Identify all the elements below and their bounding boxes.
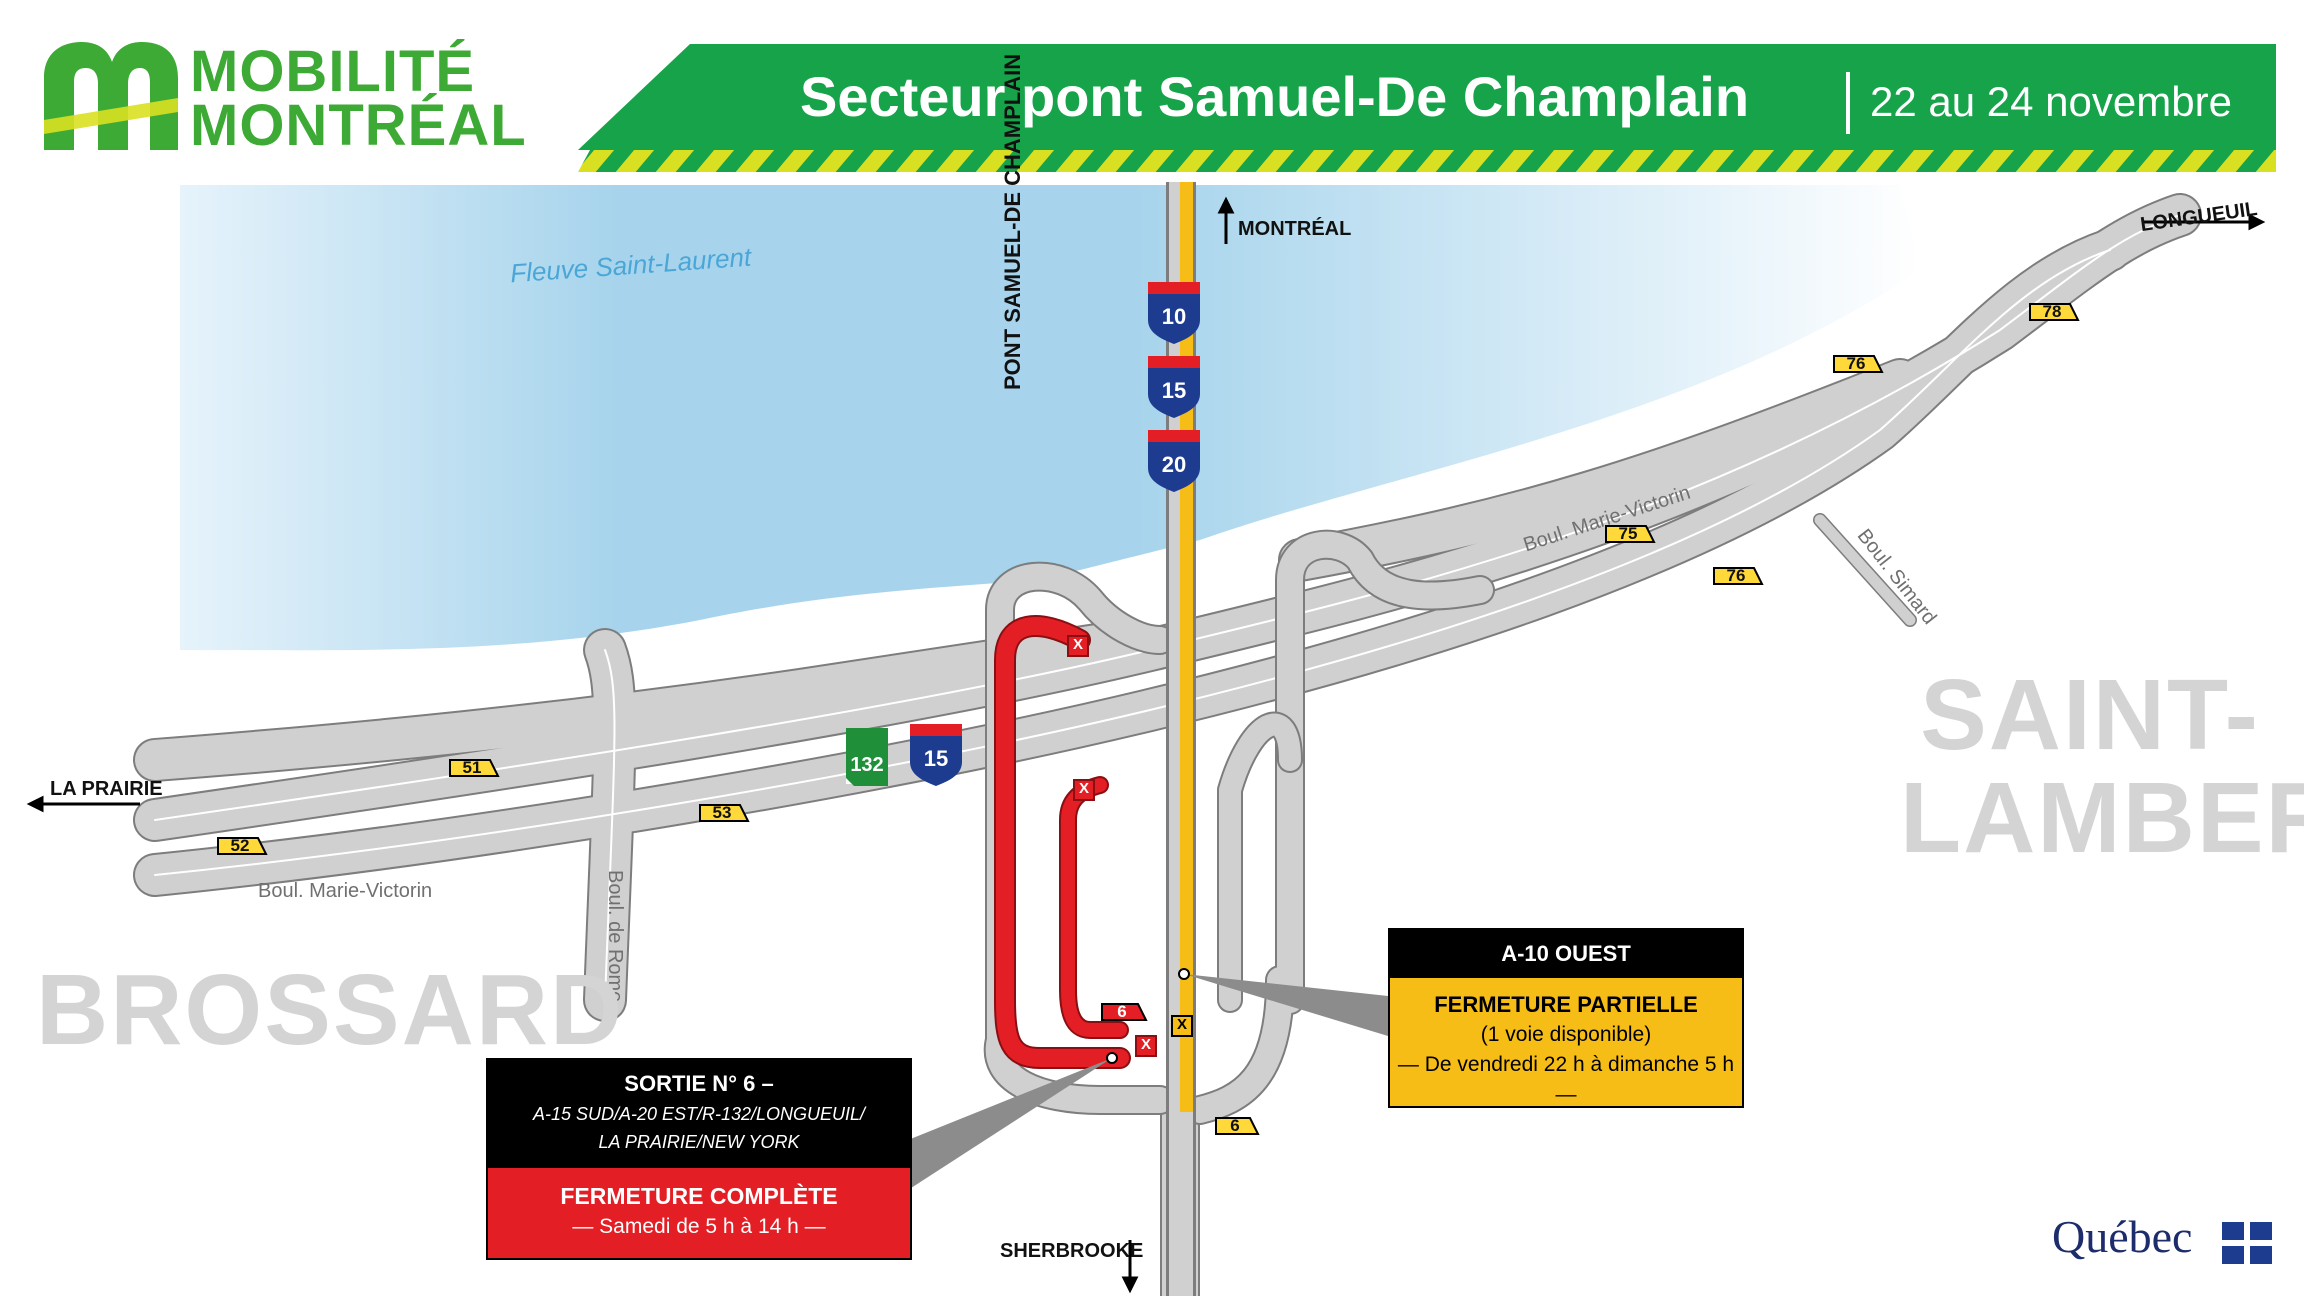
exit-75: 75 [1618,524,1638,543]
complete-closure-box: SORTIE N° 6 – A-15 SUD/A-20 EST/R-132/LO… [486,1058,912,1260]
street-marie-victorin-west: Boul. Marie-Victorin [258,880,433,902]
exit-76-north: 76 [1846,354,1866,373]
exit-tags [217,303,2080,1135]
bridge-label: PONT SAMUEL-DE CHAMPLAIN [1000,53,1025,390]
exit-78: 78 [2042,302,2062,321]
bridge-a10-partial-closure [1166,182,1196,1296]
title-separator [1846,72,1850,134]
quebec-flag-mark [2222,1222,2272,1264]
partial-closure-status: FERMETURE PARTIELLE [1434,992,1698,1017]
partial-closure-period: — De vendredi 22 h à dimanche 5 h — [1397,1053,1735,1106]
closure-markers [1067,635,1193,1057]
exit-53: 53 [712,803,732,822]
complete-closure-heading: SORTIE N° 6 – [624,1071,774,1096]
city-saint-lambert-line2: LAMBERT [1900,762,2304,874]
river [180,185,1920,651]
shield-a20-number: 20 [1161,452,1187,477]
shield-r132-number: 132 [850,754,884,776]
header-banner [578,44,2276,172]
exit-76-south: 76 [1726,566,1746,585]
exit-52: 52 [230,836,250,855]
exit-6-tag-red [1101,1003,1148,1021]
closure-x-icon: X [1078,780,1089,797]
logo-line1: MOBILITÉ [190,39,476,104]
logo-line2: MONTRÉAL [190,93,527,158]
direction-montreal: MONTRÉAL [1238,218,1352,240]
shield-a10-number: 10 [1161,304,1187,329]
date-range: 22 au 24 novembre [1870,78,2232,125]
partial-closure-box: A-10 OUEST FERMETURE PARTIELLE (1 voie d… [1388,928,1744,1108]
partial-closure-heading: A-10 OUEST [1390,930,1742,978]
exit-6-closed: 6 [1117,1002,1127,1021]
exit-6: 6 [1230,1116,1240,1135]
partial-callout-pointer [1184,974,1388,1036]
direction-arrows [26,196,2266,1294]
closure-x-icon: X [1072,636,1083,653]
shield-a15-number: 15 [1161,378,1187,403]
page-title: Secteur pont Samuel-De Champlain [800,65,1750,128]
city-saint-lambert-line1: SAINT- [1920,659,2260,771]
direction-la-prairie: LA PRAIRIE [50,778,163,800]
complete-callout-pointer [908,1058,1112,1190]
partial-closure-detail: (1 voie disponible) [1480,1023,1652,1046]
interstate-shields [846,282,1200,786]
quebec-brand: Québec [2052,1211,2193,1262]
complete-closure-destinations-1: A-15 SUD/A-20 EST/R-132/LONGUEUIL/ [532,1104,866,1124]
mobilite-montreal-logo-mark [44,42,178,150]
complete-closure-period: — Samedi de 5 h à 14 h — [572,1215,826,1238]
complete-closure-status: FERMETURE COMPLÈTE [560,1183,838,1209]
shield-a15-west-number: 15 [923,746,949,771]
closure-x-icon: X [1140,1036,1151,1053]
partial-closure-x-icon: X [1176,1016,1187,1033]
exit-51: 51 [462,758,482,777]
direction-sherbrooke: SHERBROOKE [1000,1240,1144,1262]
city-brossard: BROSSARD [36,954,625,1066]
complete-closure-destinations-2: LA PRAIRIE/NEW YORK [598,1132,800,1152]
